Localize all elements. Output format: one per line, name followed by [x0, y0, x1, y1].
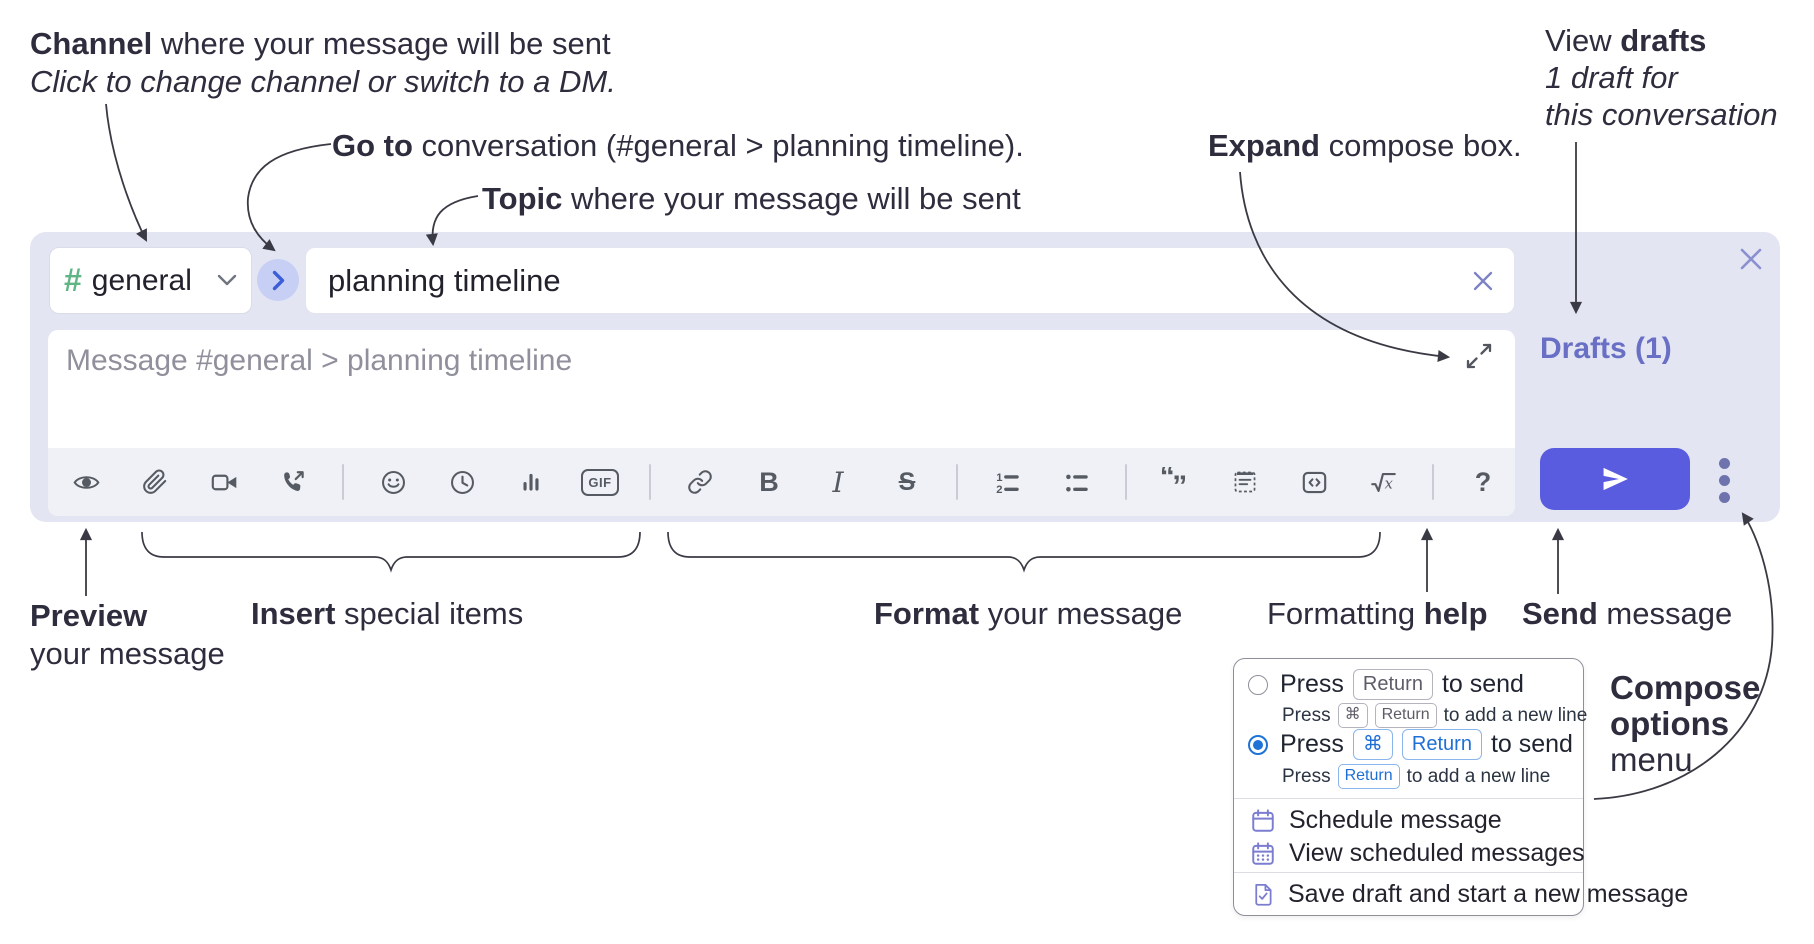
menu-item-save-draft[interactable]: Save draft and start a new message: [1250, 880, 1688, 909]
annotation-preview: Preview your message: [30, 598, 225, 671]
annotation-topic: Topic where your message will be sent: [482, 181, 1021, 216]
annotation-insert: Insert special items: [251, 596, 524, 631]
menu-item-schedule-message[interactable]: Schedule message: [1250, 806, 1502, 835]
emoji-icon[interactable]: [373, 462, 413, 502]
annotation-channel-rest: where your message will be sent: [152, 26, 611, 61]
keycap-return: Return: [1374, 703, 1437, 728]
calendar-grid-icon: [1252, 841, 1274, 865]
expand-compose-icon[interactable]: [1463, 340, 1495, 372]
annotation-expand: Expand compose box.: [1208, 128, 1522, 163]
keycap-return: Return: [1352, 669, 1433, 700]
bulleted-list-icon[interactable]: [1056, 462, 1096, 502]
blockquote-icon[interactable]: “”: [1156, 462, 1196, 502]
strikethrough-icon[interactable]: S: [898, 467, 916, 496]
menu-item-view-scheduled[interactable]: View scheduled messages: [1250, 839, 1585, 868]
message-editor[interactable]: Message #general > planning timeline: [48, 330, 1515, 516]
poll-bar-chart-icon[interactable]: [511, 462, 551, 502]
annotation-compose-options: Compose options menu: [1610, 669, 1761, 778]
bold-icon[interactable]: B: [759, 466, 779, 497]
annotation-channel-bold: Channel: [30, 26, 153, 61]
annotation-go-to: Go to conversation (#general > planning …: [332, 128, 1024, 163]
topic-field[interactable]: planning timeline: [305, 247, 1515, 314]
preview-eye-icon[interactable]: [66, 462, 106, 502]
send-option-return[interactable]: Press Return to send: [1248, 669, 1524, 700]
calendar-icon: [1252, 808, 1274, 832]
menu-divider: [1234, 798, 1583, 799]
inline-code-icon[interactable]: [1294, 462, 1334, 502]
keycap-return: Return: [1401, 729, 1482, 760]
toolbar-divider: [956, 464, 958, 500]
go-to-conversation-button[interactable]: [257, 259, 299, 301]
italic-icon[interactable]: I: [832, 465, 844, 499]
link-icon[interactable]: [680, 462, 720, 502]
channel-hash-icon: #: [64, 262, 82, 298]
recent-clock-icon[interactable]: [442, 462, 482, 502]
message-placeholder: Message #general > planning timeline: [66, 344, 573, 377]
toolbar-divider: [649, 464, 651, 500]
draft-check-icon: [1255, 884, 1272, 906]
radio-selected-icon[interactable]: [1248, 734, 1268, 755]
brace-insert: [141, 531, 641, 573]
video-clip-icon[interactable]: [204, 462, 244, 502]
svg-text:“: “: [1161, 467, 1175, 493]
audio-call-icon[interactable]: [273, 462, 313, 502]
send-option-return-sub: Press ⌘ Return to add a new line: [1282, 703, 1587, 728]
toolbar-divider: [342, 464, 344, 500]
annotation-formatting-help: Formatting help: [1267, 596, 1488, 631]
topic-value: planning timeline: [328, 262, 561, 298]
annotation-send: Send message: [1522, 596, 1733, 631]
send-option-cmd-return-sub: Press Return to add a new line: [1282, 764, 1550, 789]
compose-options-kebab-icon[interactable]: [1712, 458, 1736, 503]
send-plane-icon: [1603, 467, 1628, 491]
chevron-down-icon: [217, 274, 237, 287]
svg-text:2: 2: [996, 484, 1002, 496]
send-option-cmd-return[interactable]: Press ⌘ Return to send: [1248, 729, 1573, 760]
annotation-channel: Channel where your message will be sent …: [30, 25, 616, 101]
toolbar-divider: [1432, 464, 1434, 500]
annotation-format: Format your message: [874, 596, 1183, 631]
annotation-channel-sub: Click to change channel or switch to a D…: [30, 64, 616, 99]
channel-name: general: [91, 263, 192, 297]
svg-text:x: x: [1384, 475, 1393, 492]
channel-selector[interactable]: # general: [49, 247, 252, 314]
compose-options-menu: Press Return to send Press ⌘ Return to a…: [1233, 658, 1688, 916]
radio-unselected-icon[interactable]: [1248, 674, 1268, 695]
drafts-link[interactable]: Drafts (1): [1540, 332, 1672, 365]
clear-topic-icon[interactable]: [1470, 268, 1496, 294]
code-block-icon[interactable]: [1225, 462, 1265, 502]
formula-icon[interactable]: x: [1363, 462, 1403, 502]
compose-box: # general planning timeline Drafts (1) M…: [30, 232, 1780, 522]
toolbar-divider: [1125, 464, 1127, 500]
annotation-view-drafts: View drafts 1 draft for this conversatio…: [1545, 23, 1778, 132]
keycap-cmd: ⌘: [1337, 703, 1368, 728]
brace-format: [667, 531, 1381, 573]
menu-divider: [1234, 872, 1583, 873]
svg-text:”: ”: [1172, 470, 1187, 497]
keycap-return: Return: [1337, 764, 1400, 789]
keycap-cmd: ⌘: [1352, 729, 1393, 760]
line-channel: [105, 103, 147, 242]
formatting-help-icon[interactable]: ?: [1474, 466, 1492, 497]
attach-paperclip-icon[interactable]: [135, 462, 175, 502]
close-icon[interactable]: [1736, 244, 1766, 274]
chevron-right-icon: [272, 270, 284, 290]
gif-icon[interactable]: GIF: [580, 462, 620, 502]
svg-text:1: 1: [996, 471, 1002, 483]
send-button[interactable]: [1540, 448, 1690, 510]
